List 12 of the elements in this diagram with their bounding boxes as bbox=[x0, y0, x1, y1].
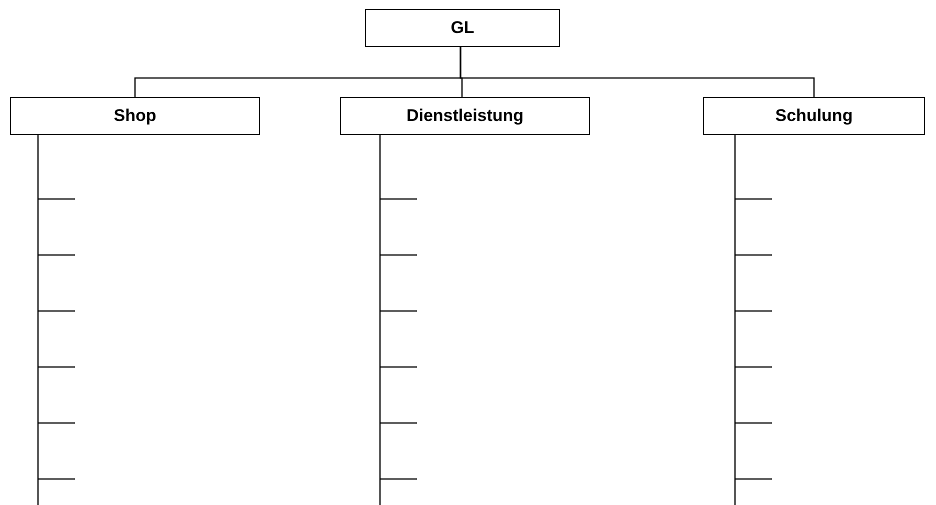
org-box bbox=[365, 9, 560, 47]
org-box bbox=[10, 97, 260, 135]
unit-name: Schulung bbox=[775, 106, 853, 126]
unit-name: Shop bbox=[114, 106, 156, 126]
stem-line bbox=[37, 135, 39, 505]
connector-line bbox=[460, 47, 815, 97]
unit-name: GL bbox=[450, 18, 474, 38]
unit-name: Dienstleistung bbox=[406, 106, 524, 126]
stem-line bbox=[734, 135, 736, 505]
org-box bbox=[703, 97, 925, 135]
stem-line bbox=[379, 135, 381, 505]
org-box bbox=[340, 97, 590, 135]
